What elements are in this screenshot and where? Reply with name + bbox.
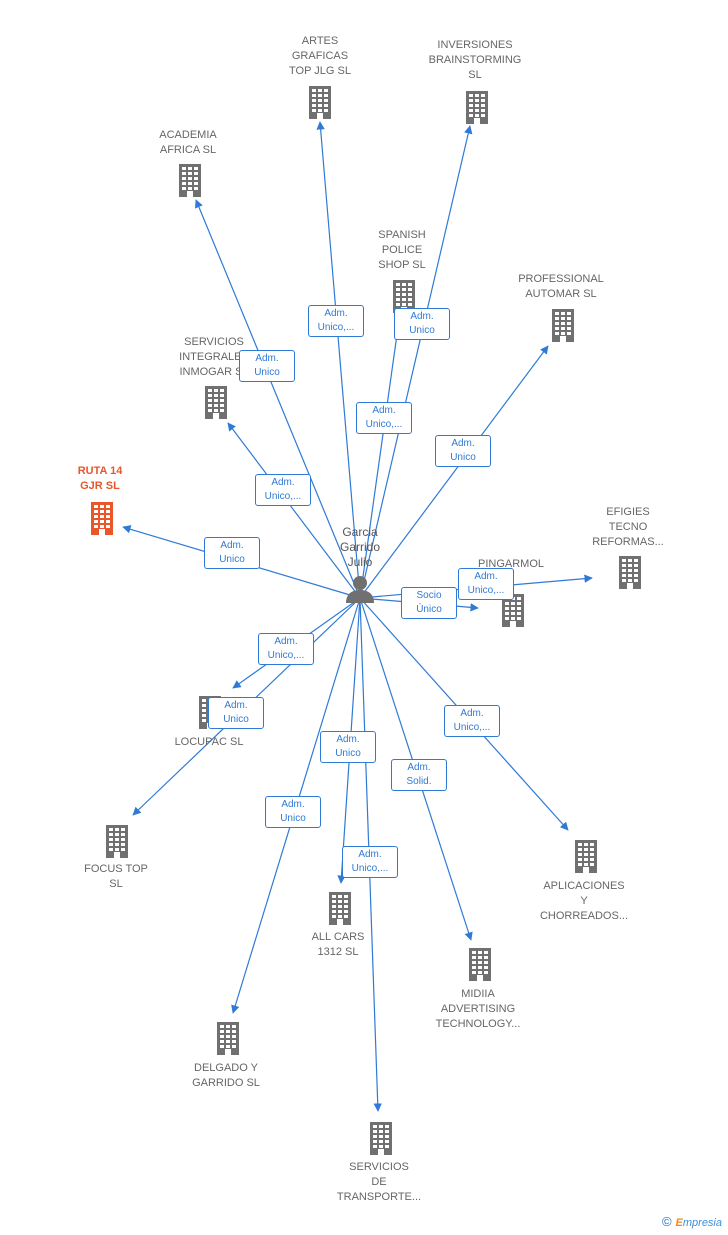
node-label: ACADEMIA AFRICA SL — [159, 129, 217, 156]
center-person-name: Garcia Garrido Julio — [339, 525, 380, 569]
node-locupac[interactable]: LOCUPAC SL — [134, 735, 284, 750]
brand-logo-initial: E — [675, 1217, 683, 1229]
node-midiia[interactable]: MIDIIA ADVERTISING TECHNOLOGY... — [403, 987, 553, 1032]
center-person[interactable]: Garcia Garrido Julio — [320, 525, 400, 604]
node-icon-delgado[interactable] — [213, 1021, 243, 1055]
node-pingarmol[interactable]: PINGARMOL — [436, 557, 586, 572]
node-icon-aplicaciones[interactable] — [571, 839, 601, 873]
building-icon — [469, 948, 491, 981]
node-serv_transp[interactable]: SERVICIOS DE TRANSPORTE... — [304, 1160, 454, 1205]
node-label: APLICACIONES Y CHORREADOS... — [539, 880, 628, 922]
node-icon-servicios_int[interactable] — [201, 385, 231, 419]
edge-artes — [316, 121, 361, 599]
node-label: ARTES GRAFICAS TOP JLG SL — [289, 35, 351, 77]
edge-label-delgado[interactable]: Adm. Unico — [265, 796, 321, 828]
node-icon-inversiones[interactable] — [462, 90, 492, 124]
edge-label-allcars[interactable]: Adm. Unico — [320, 731, 376, 763]
node-label: MIDIIA ADVERTISING TECHNOLOGY... — [435, 988, 521, 1030]
node-icon-focus[interactable] — [102, 824, 132, 858]
node-label: PINGARMOL — [477, 558, 544, 570]
building-icon — [329, 892, 351, 925]
building-icon — [205, 386, 227, 419]
brand-footer: ©Empresia — [662, 1214, 722, 1229]
node-icon-spanish[interactable] — [389, 279, 419, 313]
edge-servicios_int — [227, 422, 361, 599]
person-icon — [346, 576, 374, 603]
node-icon-professional[interactable] — [548, 308, 578, 342]
node-label: DELGADO Y GARRIDO SL — [192, 1062, 260, 1089]
edge-label-servicios_int[interactable]: Adm. Unico,... — [255, 474, 311, 506]
brand-logo-text: mpresia — [682, 1217, 722, 1229]
node-icon-ruta[interactable] — [87, 501, 117, 535]
edge-label-serv_transp[interactable]: Adm. Unico,... — [342, 846, 398, 878]
node-label: EFIGIES TECNO REFORMAS... — [592, 506, 664, 548]
node-icon-artes[interactable] — [305, 85, 335, 119]
edge-label-inversiones[interactable]: Adm. Unico — [394, 308, 450, 340]
node-label: SPANISH POLICE SHOP SL — [378, 229, 426, 271]
building-icon — [370, 1122, 392, 1155]
node-label: ALL CARS 1312 SL — [311, 931, 365, 958]
node-icon-academia[interactable] — [175, 163, 205, 197]
edge-label-locupac[interactable]: Adm. Unico,... — [258, 633, 314, 665]
edge-spanish — [359, 312, 404, 599]
node-servicios_int[interactable]: SERVICIOS INTEGRALES INMOGAR SL — [139, 335, 289, 380]
building-icon — [393, 280, 415, 313]
node-label: RUTA 14 GJR SL — [77, 465, 123, 492]
node-inversiones[interactable]: INVERSIONES BRAINSTORMING SL — [400, 38, 550, 83]
node-icon-efigies[interactable] — [615, 555, 645, 589]
node-ruta[interactable]: RUTA 14 GJR SL — [25, 464, 175, 494]
edge-label-aplicaciones[interactable]: Adm. Unico,... — [444, 705, 500, 737]
edge-label-professional[interactable]: Adm. Unico — [435, 435, 491, 467]
node-label: PROFESSIONAL AUTOMAR SL — [518, 273, 604, 300]
node-icon-allcars[interactable] — [325, 891, 355, 925]
edge-label-artes[interactable]: Adm. Unico,... — [308, 305, 364, 337]
edge-label-midiia[interactable]: Adm. Solid. — [391, 759, 447, 791]
building-icon — [552, 309, 574, 342]
edge-professional — [359, 345, 549, 599]
node-artes[interactable]: ARTES GRAFICAS TOP JLG SL — [245, 34, 395, 79]
node-icon-midiia[interactable] — [465, 947, 495, 981]
edge-label-pingarmol[interactable]: Socio Único — [401, 587, 457, 619]
copyright-symbol: © — [661, 1214, 672, 1229]
node-aplicaciones[interactable]: APLICACIONES Y CHORREADOS... — [509, 879, 659, 924]
node-label: FOCUS TOP SL — [84, 863, 148, 890]
node-icon-serv_transp[interactable] — [366, 1121, 396, 1155]
edge-label-ruta[interactable]: Adm. Unico — [204, 537, 260, 569]
building-icon — [575, 840, 597, 873]
node-label: LOCUPAC SL — [174, 736, 244, 748]
edge-label-academia[interactable]: Adm. Unico — [239, 350, 295, 382]
node-academia[interactable]: ACADEMIA AFRICA SL — [113, 128, 263, 158]
building-icon — [91, 502, 113, 535]
node-label: SERVICIOS DE TRANSPORTE... — [336, 1161, 422, 1203]
node-focus[interactable]: FOCUS TOP SL — [41, 862, 191, 892]
edge-academia — [194, 199, 361, 599]
building-icon — [466, 91, 488, 124]
building-icon — [619, 556, 641, 589]
node-label: SERVICIOS INTEGRALES INMOGAR SL — [179, 336, 249, 378]
building-icon — [106, 825, 128, 858]
node-label: INVERSIONES BRAINSTORMING SL — [428, 39, 522, 81]
edge-label-efigies[interactable]: Adm. Unico,... — [458, 568, 514, 600]
edge-inversiones — [359, 125, 473, 599]
edge-label-spanish[interactable]: Adm. Unico,... — [356, 402, 412, 434]
node-efigies[interactable]: EFIGIES TECNO REFORMAS... — [553, 505, 703, 550]
node-allcars[interactable]: ALL CARS 1312 SL — [263, 930, 413, 960]
node-spanish[interactable]: SPANISH POLICE SHOP SL — [327, 228, 477, 273]
building-icon — [179, 164, 201, 197]
building-icon — [217, 1022, 239, 1055]
node-delgado[interactable]: DELGADO Y GARRIDO SL — [151, 1061, 301, 1091]
node-professional[interactable]: PROFESSIONAL AUTOMAR SL — [486, 272, 636, 302]
building-icon — [309, 86, 331, 119]
edge-label-focus[interactable]: Adm. Unico — [208, 697, 264, 729]
